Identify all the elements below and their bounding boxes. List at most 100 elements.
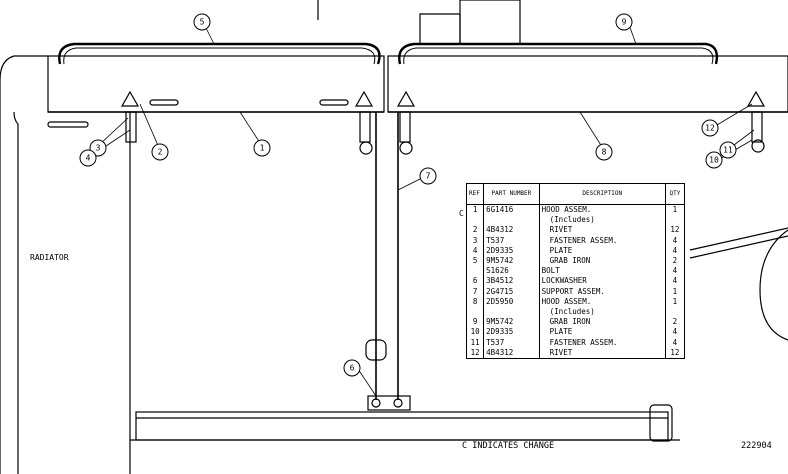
qty-cell: 1: [664, 204, 686, 216]
qty-cell: 2: [664, 317, 686, 328]
ref-cell: [465, 307, 485, 318]
description-cell: HOOD ASSEM.: [538, 296, 666, 308]
description-cell: RIVET: [538, 225, 666, 236]
qty-cell: [664, 307, 686, 318]
qty-cell: [664, 215, 686, 226]
description-cell: (Includes): [538, 215, 666, 226]
part-number-cell: T537: [483, 337, 540, 348]
description-cell: PLATE: [538, 245, 666, 257]
header-qty: QTY: [664, 183, 686, 205]
svg-text:3: 3: [96, 144, 101, 153]
description-cell: SUPPORT ASSEM.: [538, 286, 666, 297]
svg-text:4: 4: [86, 154, 91, 163]
part-number-cell: 2D9335: [483, 245, 540, 257]
header-description: DESCRIPTION: [538, 183, 666, 205]
ref-cell: 3: [465, 235, 485, 246]
callout-5: 5: [193, 13, 211, 31]
description-cell: (Includes): [538, 307, 666, 318]
qty-cell: 4: [664, 327, 686, 338]
svg-text:2: 2: [158, 148, 163, 157]
ref-cell: 4: [465, 245, 485, 257]
table-header-row: REF NO PART NUMBER DESCRIPTION QTY: [465, 183, 686, 205]
ref-cell: 7: [465, 286, 485, 297]
qty-cell: 1: [664, 296, 686, 308]
ref-cell: [465, 215, 485, 226]
part-number-cell: 4B4312: [483, 225, 540, 236]
svg-text:6: 6: [350, 364, 355, 373]
callout-9: 9: [615, 13, 633, 31]
callout-10: 10: [705, 151, 723, 169]
description-cell: FASTENER ASSEM.: [538, 337, 666, 348]
qty-cell: 4: [664, 266, 686, 277]
ref-cell: 6: [465, 276, 485, 287]
qty-cell: 12: [664, 347, 686, 360]
callout-2: 2: [151, 143, 169, 161]
part-number-cell: S1626: [483, 266, 540, 277]
svg-text:8: 8: [602, 148, 607, 157]
part-number-cell: 2D5950: [483, 296, 540, 308]
svg-text:7: 7: [426, 172, 431, 181]
part-number-cell: [483, 215, 540, 226]
ref-cell: 2: [465, 225, 485, 236]
header-ref-no: REF NO: [465, 183, 485, 205]
drawing-number: 222904: [741, 441, 772, 451]
change-caption: C INDICATES CHANGE: [462, 441, 555, 451]
description-cell: RIVET: [538, 347, 666, 360]
description-cell: GRAB IRON: [538, 317, 666, 328]
qty-cell: 12: [664, 225, 686, 236]
description-cell: GRAB IRON: [538, 256, 666, 267]
part-number-cell: 3B4512: [483, 276, 540, 287]
part-number-cell: [483, 307, 540, 318]
part-number-cell: 9M5742: [483, 256, 540, 267]
description-cell: BOLT: [538, 266, 666, 277]
ref-cell: 1: [465, 204, 485, 216]
svg-text:12: 12: [705, 124, 715, 133]
table-row: (Includes): [465, 215, 686, 226]
svg-text:11: 11: [723, 146, 733, 155]
callout-1: 1: [253, 139, 271, 157]
table-row: (Includes): [465, 307, 686, 318]
ref-cell: 9: [465, 317, 485, 328]
callout-3: 3: [89, 139, 107, 157]
svg-text:9: 9: [622, 18, 627, 27]
part-number-cell: T537: [483, 235, 540, 246]
change-mark: C: [459, 209, 464, 218]
part-number-cell: 9M5742: [483, 317, 540, 328]
callout-4: 4: [79, 149, 97, 167]
part-number-cell: 2G4715: [483, 286, 540, 297]
svg-text:1: 1: [260, 144, 265, 153]
qty-cell: 1: [664, 286, 686, 297]
callout-7: 7: [419, 167, 437, 185]
part-number-cell: 4B4312: [483, 347, 540, 360]
part-number-cell: 2D9335: [483, 327, 540, 338]
qty-cell: 2: [664, 256, 686, 267]
callout-11: 11: [719, 141, 737, 159]
ref-cell: 8: [465, 296, 485, 308]
part-number-cell: 6G1416: [483, 204, 540, 216]
parts-table: REF NO PART NUMBER DESCRIPTION QTY 16G14…: [465, 183, 686, 360]
radiator-label: RADIATOR: [30, 253, 69, 262]
description-cell: PLATE: [538, 327, 666, 338]
qty-cell: 4: [664, 276, 686, 287]
callout-6: 6: [343, 359, 361, 377]
ref-cell: [465, 266, 485, 277]
ref-cell: 5: [465, 256, 485, 267]
description-cell: HOOD ASSEM.: [538, 204, 666, 216]
description-cell: LOCKWASHER: [538, 276, 666, 287]
svg-text:10: 10: [709, 156, 719, 165]
